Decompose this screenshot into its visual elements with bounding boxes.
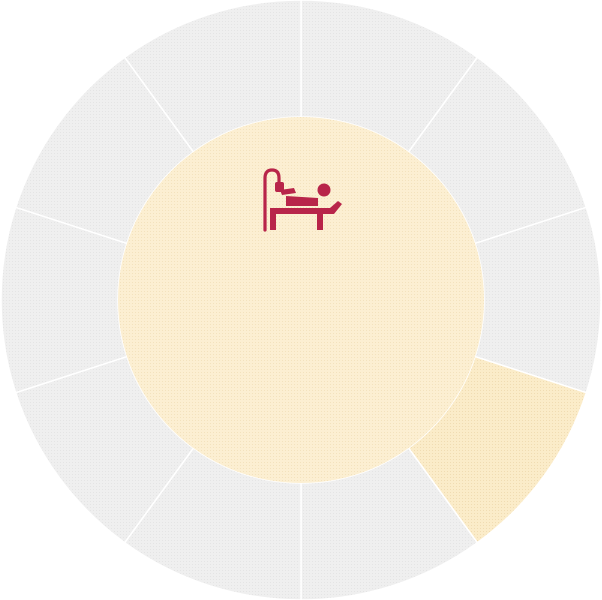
iv-pole [263, 168, 281, 232]
iv-bag [275, 182, 284, 192]
patient-body [286, 196, 318, 206]
bed-leg-right [317, 214, 323, 230]
bed-leg-left [270, 214, 276, 230]
center-panel [118, 117, 484, 483]
hospital-bed-patient-icon [263, 168, 342, 232]
patient-head [317, 183, 331, 197]
bed-mattress [270, 201, 342, 214]
patient-arm [280, 188, 296, 195]
